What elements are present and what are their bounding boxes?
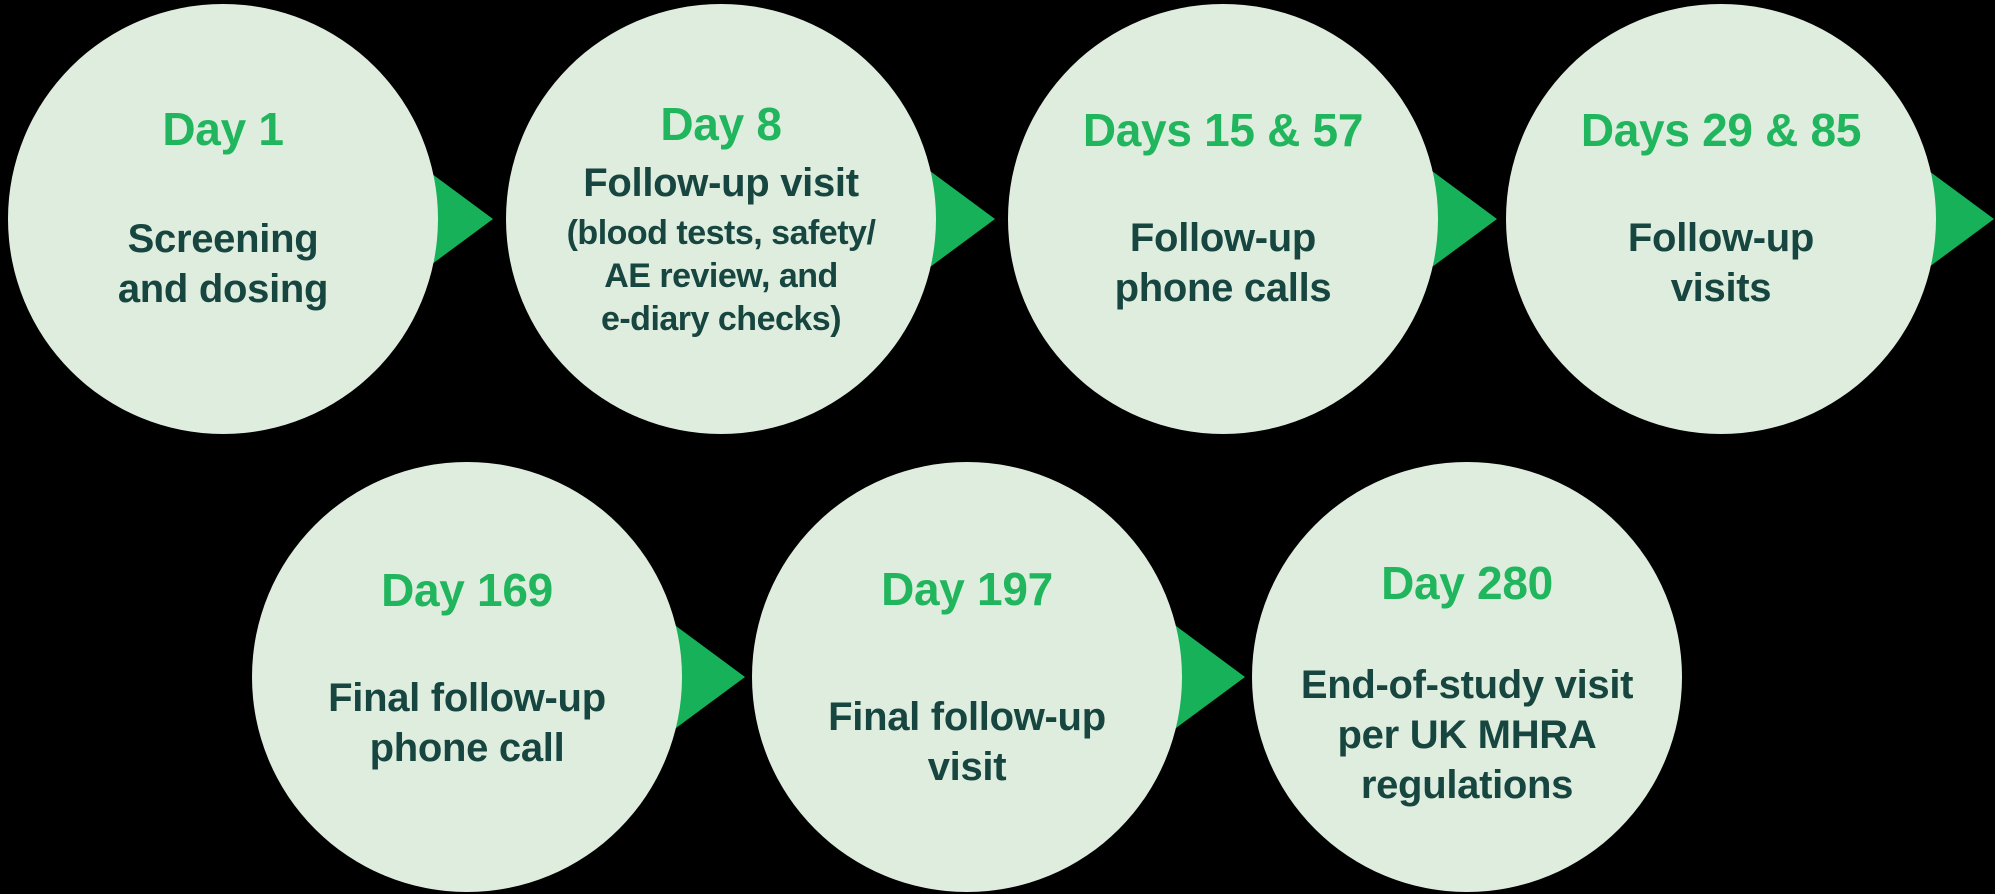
step-description: Final follow-up phone call [328,676,606,771]
timeline-step-days-15-57: Days 15 & 57 Follow-up phone calls [1008,4,1438,434]
step-description: Screening and dosing [117,216,329,311]
step-description: Final follow-up visit [828,695,1106,790]
step-description: Follow-up visit [583,160,859,205]
step-day-heading: Day 169 [381,563,553,616]
step-day-heading: Day 197 [881,562,1053,615]
step-sub-description: (blood tests, safety/ AE review, and e-d… [566,213,876,339]
timeline-step-day-1: Day 1 Screening and dosing [8,4,438,434]
step-day-heading: Days 15 & 57 [1082,103,1364,156]
timeline-step-day-197: Day 197 Final follow-up visit [752,462,1182,892]
step-description: Follow-up phone calls [1114,216,1332,311]
timeline-step-days-29-85: Days 29 & 85 Follow-up visits [1506,4,1936,434]
timeline-step-day-8: Day 8 Follow-up visit (blood tests, safe… [506,4,936,434]
step-day-heading: Day 280 [1381,557,1553,610]
step-description: End-of-study visit per UK MHRA regulatio… [1300,662,1634,807]
step-day-heading: Day 8 [660,97,782,150]
step-description: Follow-up visits [1627,216,1815,311]
timeline-step-day-280: Day 280 End-of-study visit per UK MHRA r… [1252,462,1682,892]
step-day-heading: Days 29 & 85 [1580,103,1862,156]
timeline-step-day-169: Day 169 Final follow-up phone call [252,462,682,892]
step-day-heading: Day 1 [162,103,284,156]
